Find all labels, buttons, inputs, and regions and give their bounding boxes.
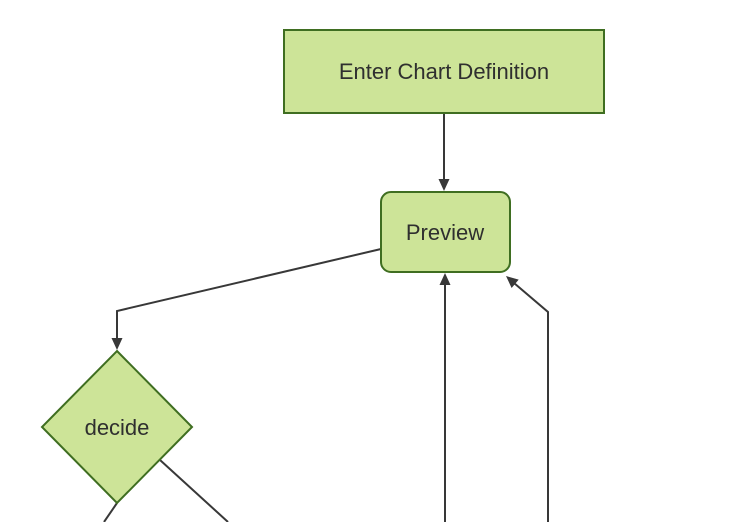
edge-bottom-to-preview [439,273,451,522]
node-enter-chart-definition: Enter Chart Definition [283,29,605,114]
preview-label: Preview [406,220,484,245]
edge-decide-to-bottom-right [159,459,229,522]
edge-bottom-right-to-preview-line [513,282,549,522]
node-preview: Preview [380,191,511,273]
arrowhead-up-left-icon [506,276,519,288]
node-decide: decide [40,349,194,505]
preview-box [380,191,511,273]
edge-decide-to-bottom-left-line [103,502,118,522]
decide-label: decide [85,415,150,440]
arrowhead-up-icon [439,273,451,285]
enter-chart-definition-label: Enter Chart Definition [339,59,549,84]
edge-decide-to-bottom-right-line [159,459,229,522]
arrowhead-down-icon [111,338,123,350]
edge-decide-to-bottom-left [103,502,118,522]
arrowhead-down-icon [438,179,450,191]
edge-enter-to-preview [438,113,450,191]
edge-bottom-right-to-preview [506,276,549,522]
edge-preview-to-decide [111,248,382,350]
edge-preview-to-decide-line [116,248,382,340]
enter-chart-definition-box [283,29,605,114]
decide-diamond [40,349,194,505]
